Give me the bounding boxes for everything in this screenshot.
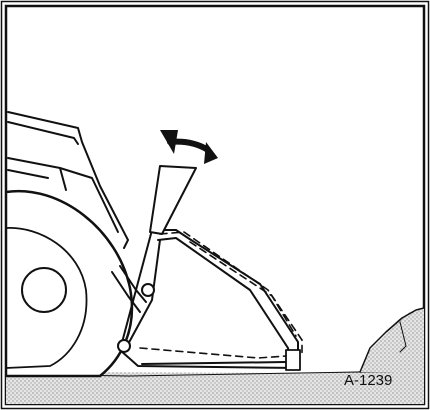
- tilt-cylinder: [149, 165, 197, 235]
- figure-label: A-1239: [344, 372, 392, 389]
- pivot-pin-icon: [117, 339, 131, 353]
- wheel: [6, 189, 134, 378]
- double-headed-curved-arrow-icon: [160, 130, 218, 164]
- pivot-pin-icon: [141, 283, 155, 297]
- soil-pile: [359, 307, 424, 373]
- bucket-cutting-edge: [285, 349, 301, 371]
- ground-surface: [6, 370, 424, 404]
- loader-body: [7, 111, 129, 249]
- wheel-hub: [21, 267, 67, 313]
- bucket-dashed-outline: [139, 231, 303, 359]
